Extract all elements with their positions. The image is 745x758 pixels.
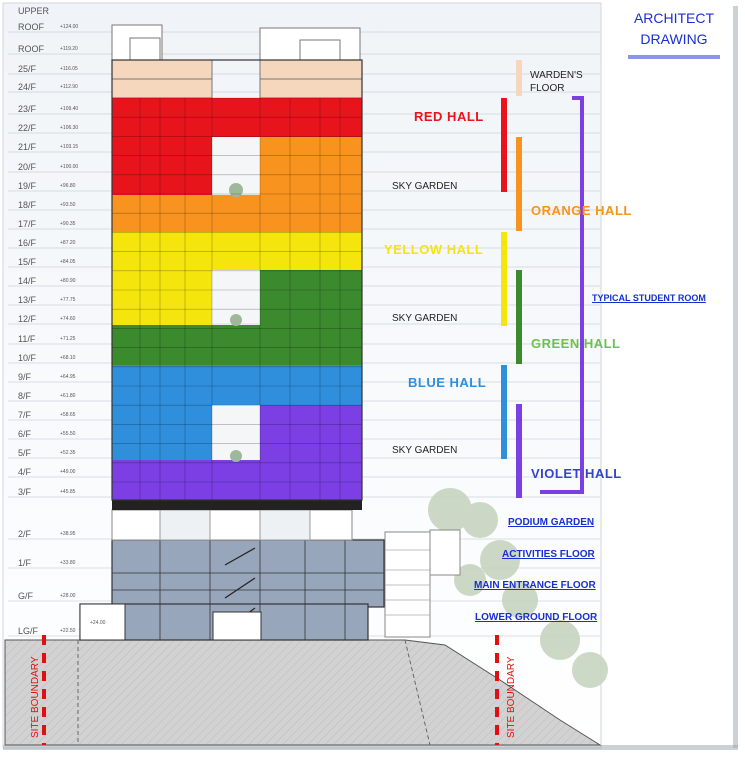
blue-hall-band bbox=[112, 405, 212, 460]
typical-student-room-link[interactable]: TYPICAL STUDENT ROOM bbox=[592, 293, 706, 303]
warden-floor-label: WARDEN'S FLOOR bbox=[530, 69, 583, 95]
floor-label: ROOF bbox=[18, 22, 44, 32]
floor-label: 8/F bbox=[18, 391, 32, 401]
floor-elevation: +96.80 bbox=[60, 183, 76, 189]
red-hall-band bbox=[112, 137, 212, 195]
floor-elevation: +103.15 bbox=[60, 144, 79, 150]
sky-garden-label-lower: SKY GARDEN bbox=[392, 445, 458, 456]
floor-label: 9/F bbox=[18, 372, 32, 382]
floor-label: 25/F bbox=[18, 64, 37, 74]
floor-label: 16/F bbox=[18, 238, 37, 248]
floor-label: G/F bbox=[18, 591, 33, 601]
floor-label: 6/F bbox=[18, 429, 32, 439]
floor-label: 14/F bbox=[18, 276, 37, 286]
yellow-hall-band bbox=[112, 270, 212, 325]
green-hall-band bbox=[260, 270, 362, 325]
floor-label: 10/F bbox=[18, 353, 37, 363]
sky-garden-label-middle: SKY GARDEN bbox=[392, 313, 458, 324]
floor-elevation: +124.00 bbox=[60, 24, 79, 30]
blue-hall-band bbox=[112, 365, 362, 405]
floor-label: ROOF bbox=[18, 44, 44, 54]
floor-elevation: +80.90 bbox=[60, 278, 76, 284]
title-line-2: DRAWING bbox=[640, 31, 708, 47]
floor-elevation: +100.00 bbox=[60, 164, 79, 170]
yellow-hall-label: YELLOW HALL bbox=[384, 242, 484, 257]
green-hall-label: GREEN HALL bbox=[531, 336, 621, 351]
floor-elevation: +38.95 bbox=[60, 531, 76, 537]
warden-line-1: WARDEN'S bbox=[530, 70, 583, 81]
orange-hall-band bbox=[112, 195, 362, 232]
floor-label: 2/F bbox=[18, 529, 32, 539]
floor-label: 21/F bbox=[18, 142, 37, 152]
floor-label: 1/F bbox=[18, 558, 32, 568]
floor-label: 19/F bbox=[18, 181, 37, 191]
floor-elevation: +45.85 bbox=[60, 489, 76, 495]
floor-elevation: +71.25 bbox=[60, 336, 76, 342]
green-hall-band bbox=[112, 325, 362, 365]
floor-label: 18/F bbox=[18, 200, 37, 210]
floor-elevation: +64.95 bbox=[60, 374, 76, 380]
yellow-hall-band bbox=[112, 232, 362, 270]
floor-label: UPPER bbox=[18, 6, 50, 16]
floor-label: 12/F bbox=[18, 314, 37, 324]
floor-elevation: +28.00 bbox=[60, 593, 76, 599]
sky-garden-label-upper: SKY GARDEN bbox=[392, 181, 458, 192]
floor-elevation: +77.75 bbox=[60, 297, 76, 303]
floor-elevation: +93.50 bbox=[60, 202, 76, 208]
floor-elevation: +61.80 bbox=[60, 393, 76, 399]
floor-elevation: +87.20 bbox=[60, 240, 76, 246]
floor-elevation: +33.80 bbox=[60, 560, 76, 566]
floor-label: 7/F bbox=[18, 410, 32, 420]
floor-label: 11/F bbox=[18, 334, 36, 344]
main-entrance-floor-link[interactable]: MAIN ENTRANCE FLOOR bbox=[474, 580, 596, 591]
lower-ground-floor-link[interactable]: LOWER GROUND FLOOR bbox=[475, 612, 598, 623]
floor-elevation: +116.05 bbox=[60, 66, 78, 72]
floor-label: 13/F bbox=[18, 295, 37, 305]
orange-hall-label: ORANGE HALL bbox=[531, 203, 632, 218]
floor-label: 23/F bbox=[18, 104, 37, 114]
floor-elevation: +74.60 bbox=[60, 316, 76, 322]
floor-label: 17/F bbox=[18, 219, 37, 229]
podium-garden-link[interactable]: PODIUM GARDEN bbox=[508, 517, 595, 528]
red-hall-band bbox=[112, 98, 362, 137]
floor-elevation: +52.35 bbox=[60, 450, 76, 456]
floor-elevation: +84.05 bbox=[60, 259, 76, 265]
warden-line-2: FLOOR bbox=[530, 83, 565, 94]
floor-label: 20/F bbox=[18, 162, 37, 172]
floor-elevation: +90.35 bbox=[60, 221, 76, 227]
floor-label: 3/F bbox=[18, 487, 32, 497]
violet-hall-label: VIOLET HALL bbox=[531, 466, 622, 481]
orange-hall-band bbox=[260, 137, 362, 195]
floor-elevation: +112.90 bbox=[60, 84, 78, 90]
blue-hall-label: BLUE HALL bbox=[408, 375, 487, 390]
floor-label: LG/F bbox=[18, 626, 39, 636]
floor-elevation: +55.50 bbox=[60, 431, 76, 437]
title-line-1: ARCHITECT bbox=[633, 10, 715, 26]
floor-label: 4/F bbox=[18, 467, 32, 477]
floor-elevation: +106.30 bbox=[60, 125, 79, 131]
site-boundary-label-right: SITE BOUNDARY bbox=[506, 656, 517, 739]
floor-label: 5/F bbox=[18, 448, 32, 458]
activities-floor-link[interactable]: ACTIVITIES FLOOR bbox=[502, 549, 595, 560]
lg-extra-elevation: +24.00 bbox=[90, 620, 106, 626]
red-hall-label: RED HALL bbox=[414, 109, 484, 124]
floor-elevation: +49.00 bbox=[60, 469, 76, 475]
floor-elevation: +119.20 bbox=[60, 46, 78, 52]
floor-label: 24/F bbox=[18, 82, 37, 92]
violet-hall-band bbox=[112, 460, 362, 500]
floor-elevation: +68.10 bbox=[60, 355, 76, 361]
site-boundary-label-left: SITE BOUNDARY bbox=[30, 656, 41, 739]
floor-label: 15/F bbox=[18, 257, 37, 267]
floor-elevation: +109.40 bbox=[60, 106, 79, 112]
floor-elevation: +22.50 bbox=[60, 628, 76, 634]
violet-hall-band bbox=[260, 405, 362, 460]
drawing-title: ARCHITECT DRAWING bbox=[626, 8, 722, 50]
floor-elevation: +58.65 bbox=[60, 412, 76, 418]
floor-label: 22/F bbox=[18, 123, 37, 133]
